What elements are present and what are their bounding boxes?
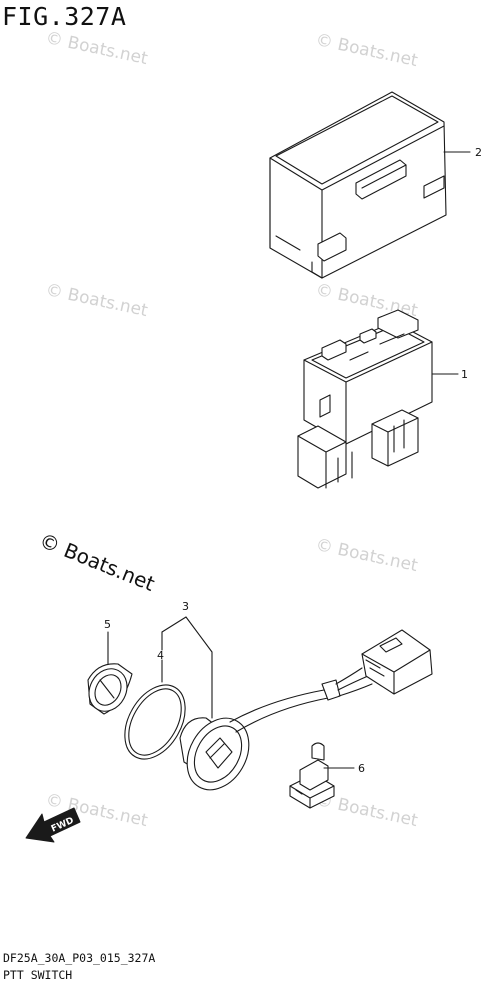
callout-3: 3 bbox=[182, 600, 189, 613]
part-1-controller bbox=[297, 309, 433, 489]
part-6-small-switch bbox=[289, 742, 335, 809]
callout-5: 5 bbox=[104, 618, 111, 631]
diagram-caption: PTT SWITCH bbox=[3, 968, 73, 982]
diagram-code: DF25A_30A_P03_015_327A bbox=[3, 951, 156, 965]
part-3-switch-harness bbox=[179, 629, 433, 791]
callout-4: 4 bbox=[157, 649, 164, 662]
part-5-nut bbox=[87, 663, 133, 715]
callout-6: 6 bbox=[358, 762, 365, 775]
callout-1: 1 bbox=[461, 368, 468, 381]
figure-title: FIG.327A bbox=[2, 2, 127, 31]
callout-2: 2 bbox=[475, 146, 482, 159]
leader-lines bbox=[107, 151, 471, 769]
fwd-arrow-icon: FWD bbox=[25, 807, 81, 843]
part-4-oring bbox=[124, 684, 186, 760]
part-2-cover bbox=[269, 91, 447, 279]
